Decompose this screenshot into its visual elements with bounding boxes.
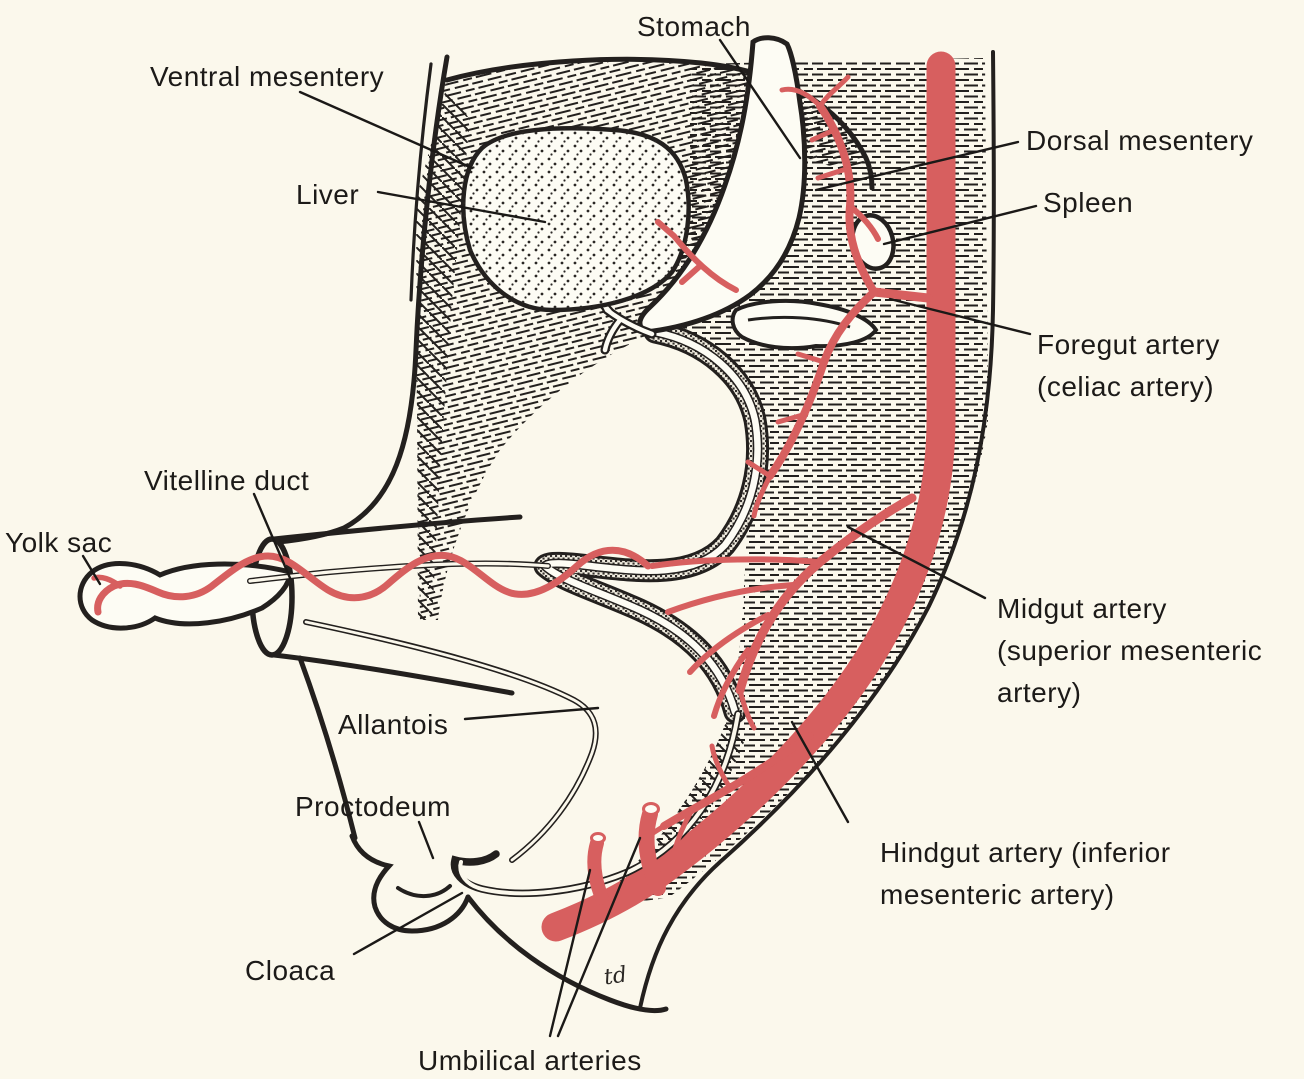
label-ventral-mesentery: Ventral mesentery <box>150 61 385 92</box>
outer-body-contour <box>638 50 996 1010</box>
celiac-artery-tree <box>655 74 933 519</box>
leader-foregut-artery <box>888 297 1032 336</box>
vitelline-duct-tube <box>247 560 551 584</box>
leader-umbilical-2 <box>556 836 642 1038</box>
label-liver: Liver <box>296 179 360 210</box>
lower-body-wall <box>297 655 358 841</box>
liver-stipple <box>463 128 689 310</box>
leader-ventral-mesentery <box>298 90 474 170</box>
leader-dorsal-mesentery <box>814 140 1020 192</box>
label-spleen: Spleen <box>1043 187 1134 218</box>
label-proctodeum: Proctodeum <box>295 791 451 822</box>
stomach-shape <box>637 35 808 335</box>
leader-vitelline-duct <box>252 492 292 580</box>
bile-duct-branches <box>583 267 657 355</box>
leader-midgut-artery <box>846 525 987 600</box>
hindgut-mesentery-hatch <box>600 722 744 905</box>
leader-yolk-sac <box>81 554 102 586</box>
leader-lines <box>81 38 1038 1038</box>
label-dorsal-mesentery: Dorsal mesentery <box>1026 125 1254 156</box>
cloaca-region <box>396 884 452 898</box>
leader-spleen <box>882 204 1038 246</box>
label-vitelline-duct: Vitelline duct <box>144 465 310 496</box>
dorsal-body-top-arc <box>444 56 875 191</box>
leader-hindgut-artery <box>790 720 850 824</box>
leader-cloaca <box>352 891 464 956</box>
left-body-wall-inner <box>409 62 433 302</box>
leader-stomach <box>718 38 802 160</box>
gut-tube <box>533 320 769 724</box>
label-cloaca: Cloaca <box>245 955 336 986</box>
leader-allantois <box>463 706 600 721</box>
leader-umbilical-1 <box>548 868 592 1038</box>
proctodeum-outline <box>349 833 471 934</box>
dorsal-aorta <box>541 51 956 942</box>
label-stomach: Stomach <box>637 11 751 42</box>
umbilical-artery-left <box>587 832 609 905</box>
label-yolk-sac: Yolk sac <box>5 527 113 558</box>
label-foregut-artery: Foregut artery (celiac artery) <box>1037 329 1220 402</box>
label-allantois: Allantois <box>338 709 449 740</box>
label-hindgut-artery: Hindgut artery (inferior mesenteric arte… <box>880 837 1171 910</box>
leader-proctodeum <box>417 820 435 860</box>
tail-bottom-line <box>465 894 669 1014</box>
label-umbilical-arteries: Umbilical arteries <box>418 1045 642 1076</box>
label-midgut-artery: Midgut artery (superior mesenteric arter… <box>997 593 1263 708</box>
superior-mesenteric-branches <box>649 493 917 731</box>
artist-signature: td <box>602 962 629 991</box>
umbilical-artery-right <box>638 802 666 896</box>
leader-liver <box>376 190 547 224</box>
